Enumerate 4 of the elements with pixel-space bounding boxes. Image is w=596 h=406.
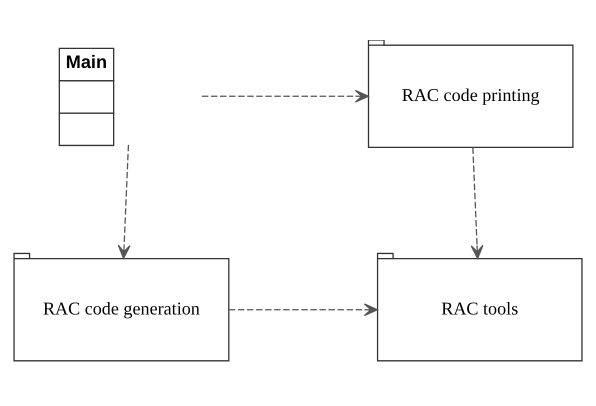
arrow [118, 144, 131, 259]
arrow [228, 303, 378, 316]
arrow [470, 148, 484, 260]
arrow [202, 90, 369, 103]
